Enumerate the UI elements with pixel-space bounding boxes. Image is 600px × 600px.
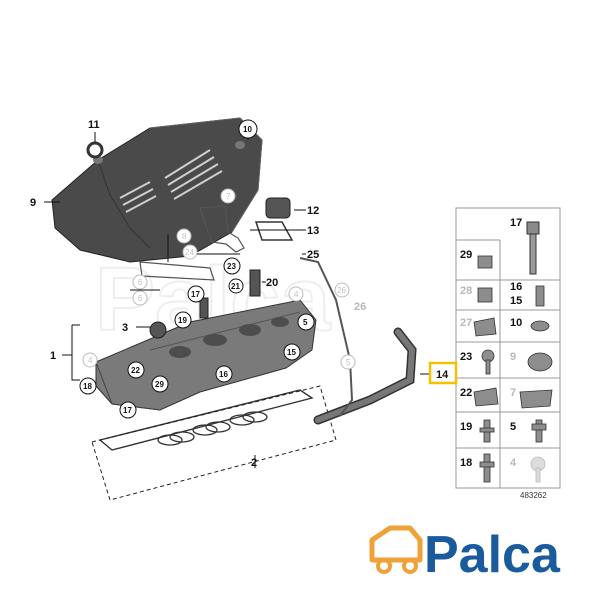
grid-17: 17 xyxy=(510,217,522,229)
grid-19: 19 xyxy=(460,421,472,433)
reference-number: 483262 xyxy=(520,491,547,500)
grid-9: 9 xyxy=(510,351,516,363)
parts-grid-labels: 17 29 28 16 15 27 10 23 9 22 7 19 5 18 4 xyxy=(460,217,522,469)
label-17b: 17 xyxy=(123,406,132,415)
label-23: 23 xyxy=(227,262,236,271)
callout-3: 3 xyxy=(122,322,128,334)
grid-5: 5 xyxy=(510,421,516,433)
logo-text: Palca xyxy=(424,526,561,584)
grid-23: 23 xyxy=(460,351,472,363)
callout-14: 14 xyxy=(436,369,449,381)
gasket-outline xyxy=(91,385,337,501)
highlight-box-14 xyxy=(428,361,458,385)
label-21: 21 xyxy=(231,282,240,291)
callout-20: 20 xyxy=(266,277,278,289)
leader-lines xyxy=(44,132,432,468)
label-16: 16 xyxy=(219,370,228,379)
label-4b: 4 xyxy=(88,356,93,365)
grid-10: 10 xyxy=(510,317,522,329)
callout-12: 12 xyxy=(307,205,319,217)
label-6b: 6 xyxy=(138,294,143,303)
grid-16: 16 xyxy=(510,281,522,293)
label-24: 24 xyxy=(185,248,194,257)
label-18: 18 xyxy=(83,382,92,391)
engine-cover xyxy=(51,117,263,263)
grid-7: 7 xyxy=(510,387,516,399)
callout-26: 26 xyxy=(354,301,366,313)
seal-part-11 xyxy=(86,141,104,159)
label-26: 26 xyxy=(337,286,346,295)
callout-11: 11 xyxy=(88,119,100,131)
label-22: 22 xyxy=(131,366,140,375)
label-5a: 5 xyxy=(303,318,308,327)
label-17a: 17 xyxy=(191,290,200,299)
grid-29: 29 xyxy=(460,249,472,261)
callout-25: 25 xyxy=(307,249,319,261)
circled-labels: 23 4 17 19 5 15 16 22 29 18 17 7 8 24 6 … xyxy=(79,188,356,419)
grid-15: 15 xyxy=(510,295,522,307)
grommet-part-12 xyxy=(254,197,294,241)
bracket-part xyxy=(139,205,245,281)
label-29: 29 xyxy=(155,380,164,389)
grid-28: 28 xyxy=(460,285,472,297)
callout-10-circle xyxy=(238,119,258,139)
cylinder-head-cover xyxy=(95,269,317,411)
callout-2: 2 xyxy=(251,457,257,469)
grid-18: 18 xyxy=(460,457,472,469)
parts-grid xyxy=(455,207,561,489)
label-5b: 5 xyxy=(346,358,351,367)
callout-9: 9 xyxy=(30,197,36,209)
label-6a: 6 xyxy=(138,278,143,287)
grid-4: 4 xyxy=(510,457,517,469)
palca-logo: Palca xyxy=(369,525,561,584)
grid-27: 27 xyxy=(460,317,472,329)
callout-10: 10 xyxy=(243,125,252,134)
label-19: 19 xyxy=(178,316,187,325)
grid-22: 22 xyxy=(460,387,472,399)
label-4: 4 xyxy=(294,290,299,299)
label-7: 7 xyxy=(226,192,231,201)
callout-1: 1 xyxy=(50,350,56,362)
crankcase-vent-hose xyxy=(299,257,417,425)
label-15: 15 xyxy=(287,348,296,357)
valve-cover-gasket xyxy=(98,389,314,451)
callout-13: 13 xyxy=(307,225,319,237)
label-8: 8 xyxy=(182,232,187,241)
